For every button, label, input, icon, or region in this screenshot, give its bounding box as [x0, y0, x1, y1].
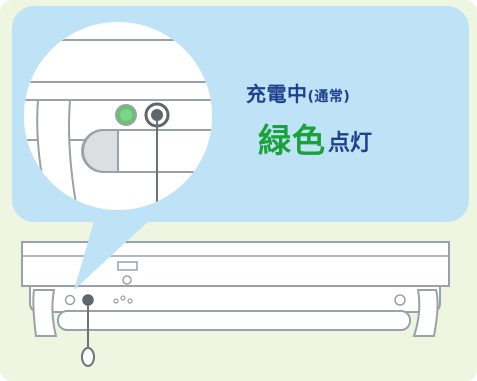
led-action-text: 点灯 [328, 131, 373, 156]
magnified-detail [24, 39, 212, 210]
charging-status-label: 充電中(通常) [246, 78, 350, 107]
status-note-text: (通常) [307, 89, 351, 105]
device-right-foot [412, 289, 439, 337]
hole-icon [120, 295, 126, 301]
callout-pointer [74, 218, 152, 290]
led-icon-small [64, 294, 76, 306]
status-main-text: 充電中 [246, 82, 308, 106]
hole-icon [127, 298, 133, 304]
hole-icon [394, 294, 406, 306]
hole-icon [113, 298, 119, 304]
device-button-icon [122, 275, 132, 285]
device-left-foot [32, 289, 58, 337]
device-bottom-bar [57, 310, 411, 331]
led-state-label: 緑色点灯 [258, 114, 372, 162]
led-color-text: 緑色 [258, 121, 326, 160]
device-slot-icon [117, 261, 138, 271]
charging-port-icon-small [82, 294, 94, 306]
cable-plug-icon [81, 347, 95, 367]
